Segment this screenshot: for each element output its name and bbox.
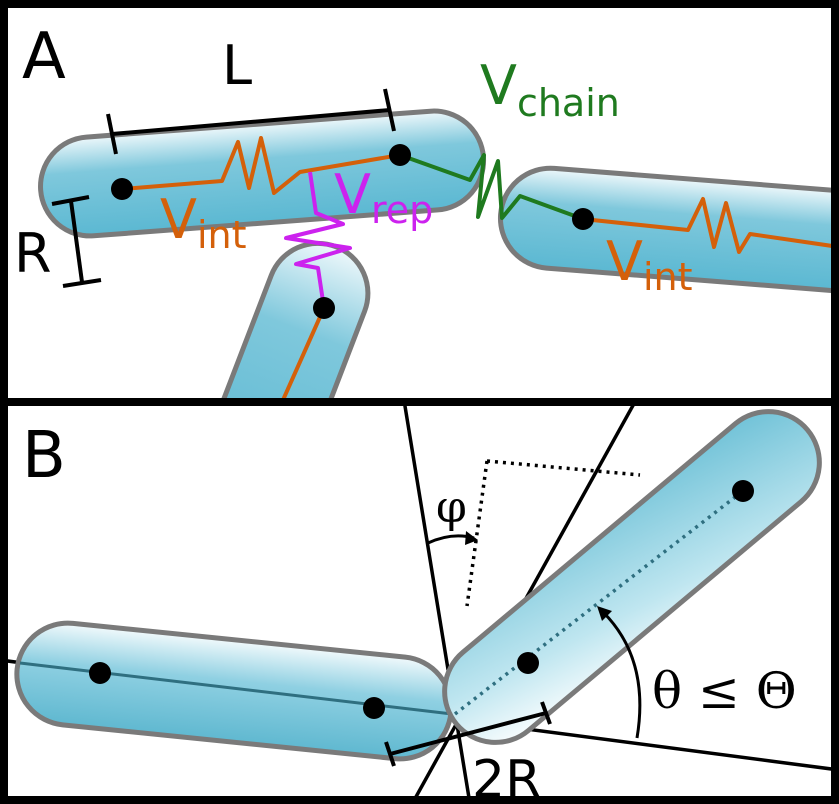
radius-label: R [14,222,52,285]
theta-arrowhead [597,606,612,621]
phi-arrowhead [465,531,478,545]
two-r-bar [384,701,552,767]
panel-b-label: B [22,419,66,493]
chain-spring [399,153,584,221]
node [111,178,133,200]
node [517,652,539,674]
node [89,662,111,684]
length-bar [106,88,396,155]
v-chain-label: Vchain [480,54,620,125]
v-int-label-right: Vint [606,230,693,299]
v-int-label-top: Vint [160,188,247,257]
radius-bar [51,195,102,288]
v-rep-label: Vrep [334,163,433,232]
theta-arc [602,611,642,739]
panel-b: B φ θ ≤ Θ 2R [8,406,831,804]
projection-outline-left [465,460,489,607]
node [313,297,335,319]
panel-a: A L R Vint Vrep Vchain Vint [14,20,831,398]
projection-outline [486,459,641,477]
node [732,480,754,502]
interaction-spring-top [121,136,401,195]
theta-label: θ ≤ Θ [652,662,797,720]
repulsion-spring [284,171,352,309]
node [389,144,411,166]
bottom-capsule-axis [281,307,326,398]
interaction-spring-right [582,197,831,254]
node [572,208,594,230]
two-r-label: 2R [472,750,541,804]
length-label: L [222,34,252,97]
node [363,697,385,719]
panel-a-label: A [22,20,66,94]
phi-label: φ [436,482,467,533]
